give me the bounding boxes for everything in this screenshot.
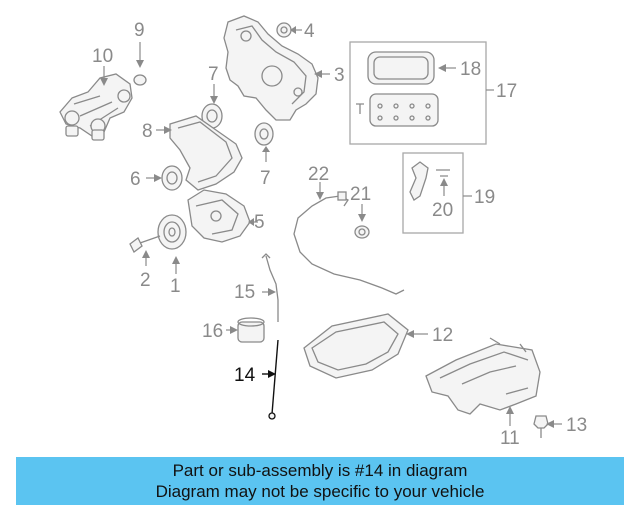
- callout-4: 4: [304, 21, 315, 42]
- part-6-sprocket: [161, 165, 183, 191]
- arrow-7a: [210, 96, 218, 104]
- part-15-dipstick-tube: [261, 253, 279, 322]
- callout-11: 11: [500, 428, 520, 449]
- arrow-11: [506, 406, 514, 414]
- part-21-sensor: [354, 225, 370, 239]
- arrow-15: [268, 288, 276, 296]
- arrow-1: [172, 256, 180, 264]
- arrow-2: [142, 250, 150, 258]
- arrow-8: [164, 126, 172, 134]
- callout-1: 1: [170, 276, 181, 297]
- callout-21: 21: [350, 184, 371, 205]
- part-19-20-frame: [402, 152, 464, 234]
- callout-17: 17: [496, 81, 517, 102]
- callout-10: 10: [92, 46, 113, 67]
- arrow-7b: [262, 146, 270, 152]
- banner-line-2: Diagram may not be specific to your vehi…: [155, 482, 485, 501]
- callout-2: 2: [140, 270, 151, 291]
- callout-16: 16: [202, 321, 223, 342]
- part-1-crank-pulley: [157, 214, 187, 250]
- part-14-dipstick: [268, 339, 279, 420]
- part-7-idler-lower: [254, 122, 274, 146]
- arrow-4: [290, 26, 296, 34]
- callout-7b: 7: [260, 168, 271, 189]
- callout-5: 5: [254, 212, 265, 233]
- banner-line-1: Part or sub-assembly is #14 in diagram: [172, 461, 468, 480]
- part-9-seal: [133, 74, 147, 86]
- arrow-12: [406, 330, 414, 338]
- part-12-oil-pan-gasket: [303, 313, 409, 379]
- part-22-sensor-harness: [293, 191, 405, 295]
- part-10-assembly: [59, 73, 133, 141]
- arrow-16: [230, 326, 238, 334]
- callout-13: 13: [566, 415, 587, 436]
- callout-9: 9: [134, 20, 145, 41]
- callout-20: 20: [432, 200, 453, 221]
- arrow-18: [438, 64, 446, 72]
- part-5-lower-cover: [187, 189, 251, 243]
- callout-12: 12: [432, 325, 453, 346]
- part-13-bolt: [533, 415, 549, 438]
- arrow-22: [316, 192, 324, 200]
- part-16-oil-filter: [237, 317, 265, 343]
- arrow-14: [268, 370, 276, 378]
- arrow-5: [248, 218, 254, 226]
- arrow-9: [136, 60, 144, 68]
- callout-22: 22: [308, 164, 329, 185]
- arrow-6: [154, 174, 162, 182]
- info-banner: Part or sub-assembly is #14 in diagram D…: [16, 457, 624, 505]
- arrow-20: [440, 178, 448, 186]
- callout-18: 18: [460, 59, 481, 80]
- arrow-10: [100, 78, 108, 86]
- callout-14: 14: [234, 365, 256, 386]
- arrow-3: [314, 70, 322, 78]
- callout-7a: 7: [208, 64, 219, 85]
- part-3-timing-cover: [223, 15, 319, 121]
- part-4-seal: [276, 22, 292, 38]
- arrow-21: [358, 214, 366, 222]
- callout-19: 19: [474, 187, 495, 208]
- callout-6: 6: [130, 169, 141, 190]
- part-2-bolt: [129, 235, 161, 253]
- part-11-oil-pan: [425, 337, 541, 415]
- callout-3: 3: [334, 65, 345, 86]
- part-17-18-frame: [349, 41, 487, 145]
- arrow-13: [546, 420, 554, 428]
- callout-15: 15: [234, 282, 255, 303]
- callout-8: 8: [142, 121, 153, 142]
- part-8-timing-belt: [169, 115, 243, 191]
